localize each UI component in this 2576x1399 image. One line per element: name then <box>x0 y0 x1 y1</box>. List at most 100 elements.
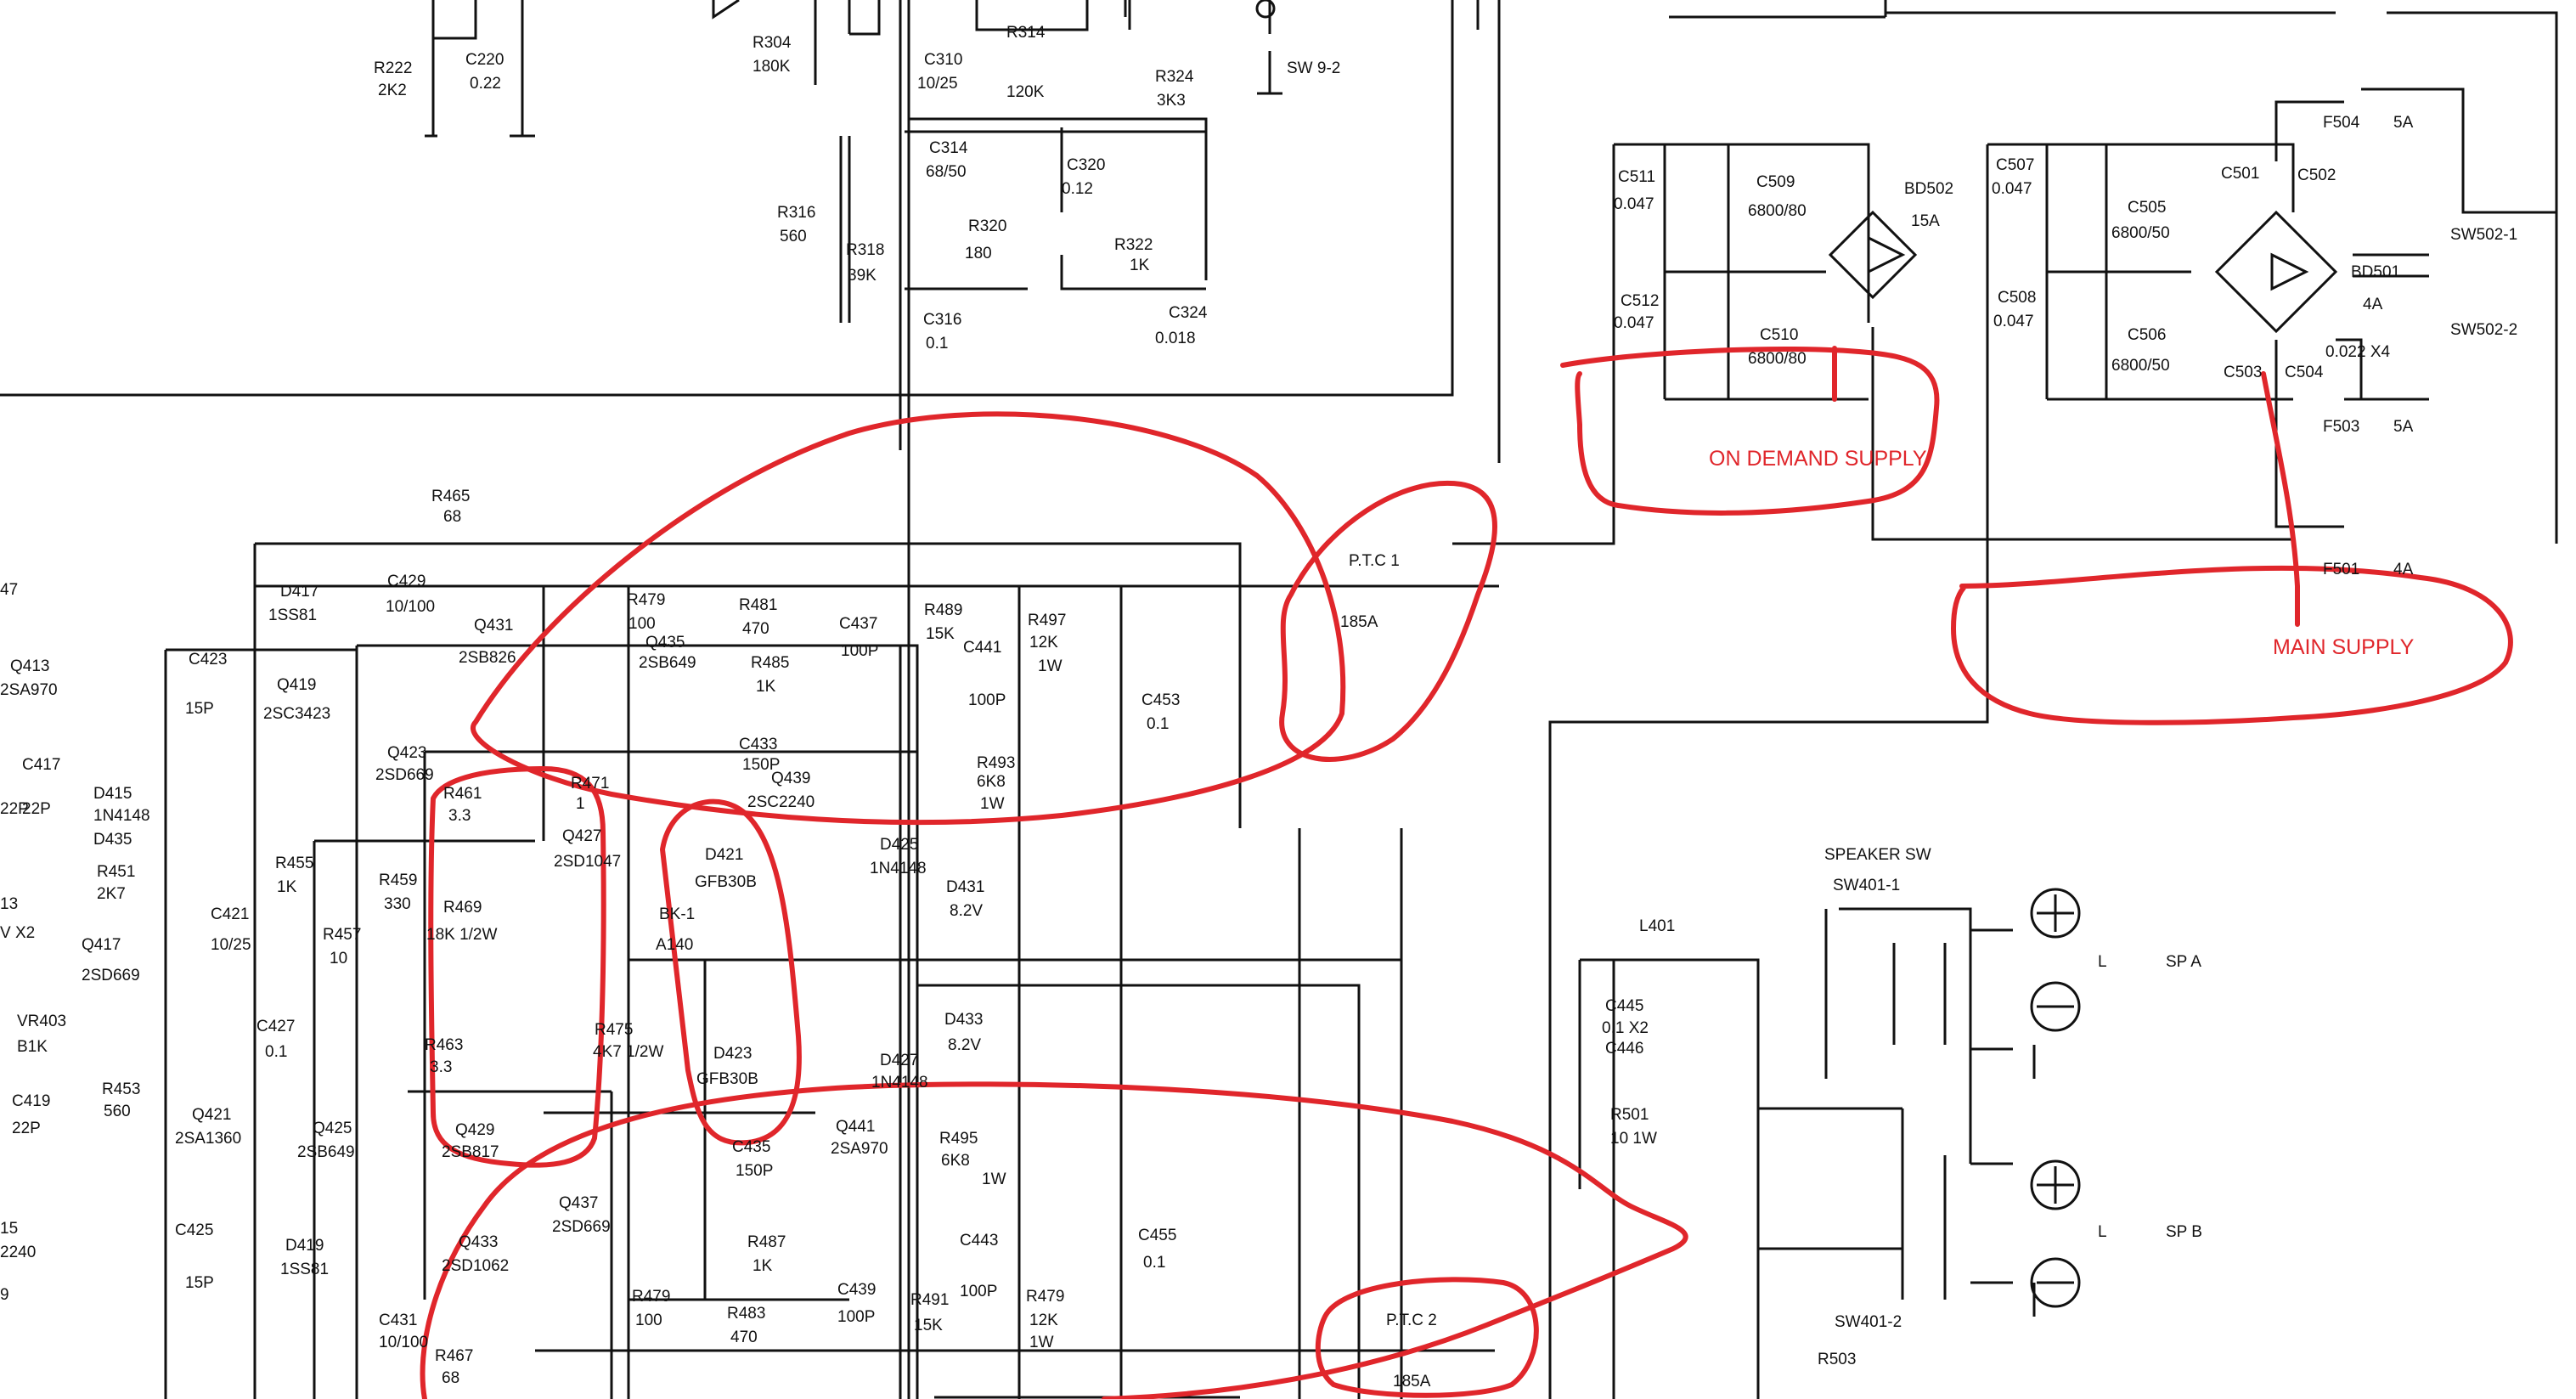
r469-value: 18K 1/2W <box>426 926 497 944</box>
edge-label-15: 15 <box>0 1220 18 1238</box>
c320-value: 0.12 <box>1062 180 1093 198</box>
r463-label: R463 <box>425 1036 463 1054</box>
c512-label: C512 <box>1621 292 1659 310</box>
f501-value: 4A <box>2393 561 2414 578</box>
q413-value: 2SA970 <box>0 681 58 699</box>
driver-stage-outline <box>428 766 606 1168</box>
d427-value: 1N4148 <box>871 1074 928 1092</box>
vr403-label: VR403 <box>17 1013 66 1030</box>
r222-label: R222 <box>374 59 412 77</box>
c507-label: C507 <box>1996 156 2034 174</box>
speaker-terminal-b-minus-icon <box>2030 1257 2081 1308</box>
r304-label: R304 <box>753 34 792 52</box>
ptc1-label: P.T.C 1 <box>1349 552 1400 570</box>
q437-label: Q437 <box>559 1194 598 1212</box>
q433-label: Q433 <box>459 1233 498 1251</box>
r459-value: 330 <box>384 895 411 913</box>
q421-label: Q421 <box>192 1106 231 1124</box>
c445-label: C445 <box>1605 997 1643 1015</box>
r495-label: R495 <box>939 1130 978 1148</box>
edge-label-22p: 22P <box>0 800 29 818</box>
c509-value: 6800/80 <box>1748 202 1807 220</box>
c508-label: C508 <box>1998 289 2036 307</box>
c50x-value: 0.022 X4 <box>2325 343 2390 361</box>
r324-label: R324 <box>1155 68 1194 86</box>
l401-label: L401 <box>1639 917 1675 935</box>
q417-value: 2SD669 <box>82 967 140 984</box>
c425-value: 15P <box>185 1274 214 1292</box>
bd502-label: BD502 <box>1904 180 1953 198</box>
r493-value: 6K8 <box>977 773 1006 791</box>
q423-label: Q423 <box>387 744 426 762</box>
c501-label: C501 <box>2221 165 2259 183</box>
q429-label: Q429 <box>455 1121 494 1139</box>
r455-label: R455 <box>275 855 313 872</box>
q427-label: Q427 <box>562 827 601 845</box>
c314-value: 68/50 <box>926 163 967 181</box>
r461-label: R461 <box>443 785 482 803</box>
c435-label: C435 <box>732 1138 770 1156</box>
r463-value: 3.3 <box>430 1058 452 1076</box>
d421-label: D421 <box>705 846 743 864</box>
c316-label: C316 <box>923 311 961 329</box>
c220-label: C220 <box>465 51 504 69</box>
d415-label: D415 <box>93 785 132 803</box>
q433-value: 2SD1062 <box>442 1257 509 1275</box>
main-supply-label: MAIN SUPPLY <box>2273 635 2415 659</box>
f504-label: F504 <box>2323 114 2360 132</box>
speaker-terminal-a-minus-icon <box>2030 981 2081 1032</box>
q439-value: 2SC2240 <box>747 793 815 811</box>
c433-label: C433 <box>739 736 777 753</box>
r455-value: 1K <box>277 878 297 896</box>
q441-value: 2SA970 <box>831 1140 888 1158</box>
edge-label-9: 9 <box>0 1286 9 1304</box>
r465-label: R465 <box>431 488 470 505</box>
r497-value: 12K <box>1029 634 1058 652</box>
q425-label: Q425 <box>313 1120 352 1137</box>
r503-label: R503 <box>1818 1351 1856 1368</box>
r318-value: 39K <box>848 267 877 285</box>
d417-label: D417 <box>280 583 318 601</box>
r322-label: R322 <box>1114 236 1153 254</box>
c445-value: 0.1 X2 <box>1602 1019 1649 1037</box>
c435-value: 150P <box>736 1162 773 1180</box>
r451-value: 2K7 <box>97 885 126 903</box>
r314-value: 120K <box>1006 83 1045 101</box>
r314-label: R314 <box>1006 24 1046 42</box>
q417-label: Q417 <box>82 936 121 954</box>
c417-label: C417 <box>22 756 60 774</box>
c504-label: C504 <box>2285 364 2324 381</box>
d419-value: 1SS81 <box>280 1261 329 1278</box>
r459-label: R459 <box>379 872 417 889</box>
c507-value: 0.047 <box>1992 180 2032 198</box>
bd502-value: 15A <box>1911 212 1940 230</box>
c505-label: C505 <box>2128 199 2166 217</box>
d419-label: D419 <box>285 1237 324 1255</box>
c510-label: C510 <box>1760 326 1798 344</box>
r457-value: 10 <box>330 950 347 967</box>
r489-label: R489 <box>924 601 962 619</box>
d425-value: 1N4148 <box>870 860 927 877</box>
sw502-1-label: SW502-1 <box>2450 226 2517 244</box>
d423-value: GFB30B <box>696 1070 758 1088</box>
d427-label: D427 <box>880 1052 918 1069</box>
c423-value: 15P <box>185 700 214 718</box>
c441-label: C441 <box>963 639 1001 657</box>
r493-label: R493 <box>977 754 1015 772</box>
r491-label: R491 <box>910 1291 949 1309</box>
sp-b-name-label: SP B <box>2166 1223 2202 1241</box>
speaker-terminal-b-plus-icon <box>2030 1159 2081 1210</box>
bridge-diode-icon <box>1867 235 2309 291</box>
c314-label: C314 <box>929 139 968 157</box>
d421-value: GFB30B <box>695 873 757 891</box>
r479c-watt: 1W <box>1029 1334 1054 1351</box>
c423-label: C423 <box>189 651 227 668</box>
c310-value: 10/25 <box>917 75 958 93</box>
d433-label: D433 <box>944 1011 983 1029</box>
r467-value: 68 <box>442 1369 459 1387</box>
q435-label: Q435 <box>645 634 685 652</box>
r479c-value: 12K <box>1029 1312 1058 1329</box>
d433-value: 8.2V <box>948 1036 981 1054</box>
